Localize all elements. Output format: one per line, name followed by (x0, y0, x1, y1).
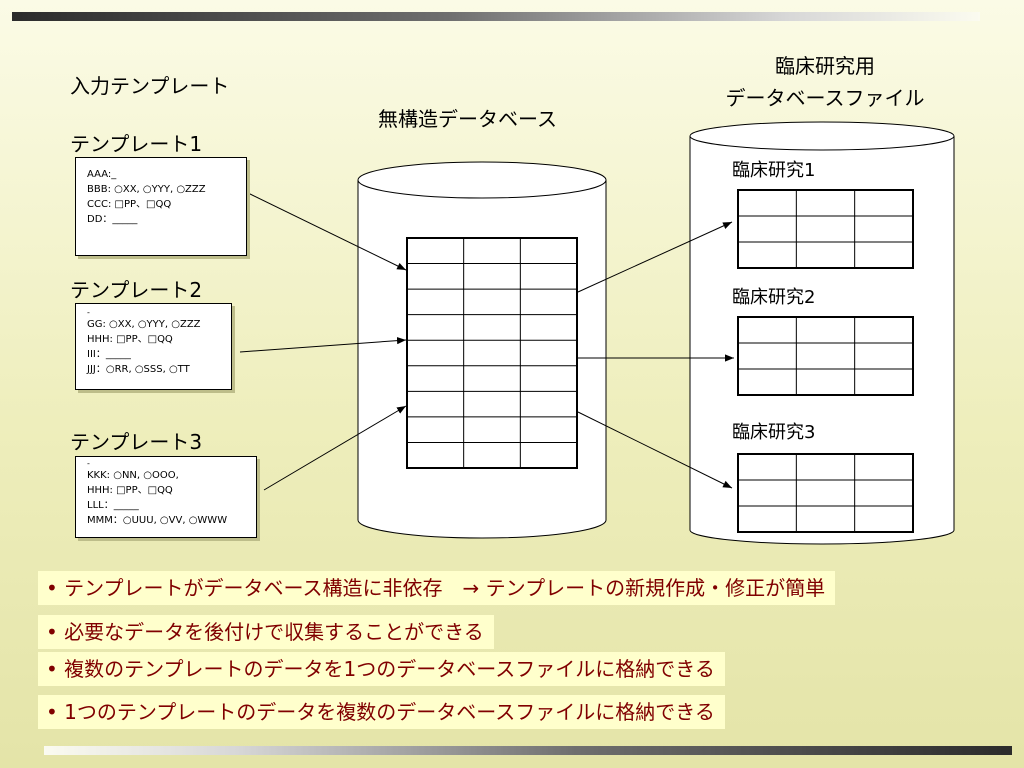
template-3-form: - KKK: ○NN, ○OOO, HHH: □PP、□QQ LLL：_____… (75, 456, 257, 538)
bottom-decor-bar (44, 746, 1012, 755)
template-2-line: JJJ：○RR, ○SSS, ○TT (87, 364, 190, 375)
clinical-db-title-line2: データベースファイル (725, 86, 925, 110)
arrow-template2-to-db (239, 337, 407, 353)
bullet-item: • 必要なデータを後付けで収集することができる (38, 615, 494, 649)
arrow-template1-to-db (245, 191, 407, 271)
table-border (737, 189, 914, 269)
template-1-line: BBB: ○XX, ○YYY, ○ZZZ (87, 184, 206, 195)
bullet-item: • テンプレートがデータベース構造に非依存 → テンプレートの新規作成・修正が簡… (38, 571, 836, 605)
template-1-form: AAA:_ BBB: ○XX, ○YYY, ○ZZZ CCC: □PP、□QQ … (75, 157, 247, 256)
clinical-study-1-table (737, 189, 914, 269)
template-3-line: - (87, 459, 90, 468)
unstructured-db-title: 無構造データベース (378, 107, 557, 131)
clinical-db-title-line1: 臨床研究用 (775, 54, 875, 78)
input-templates-title: 入力テンプレート (70, 74, 230, 98)
template-3-line: HHH: □PP、□QQ (87, 485, 173, 496)
clinical-study-3-label: 臨床研究3 (732, 422, 816, 443)
template-1-label: テンプレート1 (70, 132, 203, 156)
template-3-line: KKK: ○NN, ○OOO, (87, 470, 179, 481)
template-2-line: - (87, 308, 90, 317)
clinical-study-2-label: 臨床研究2 (732, 287, 816, 308)
template-1-line: AAA:_ (87, 169, 117, 180)
template-2-form: - GG: ○XX, ○YYY, ○ZZZ HHH: □PP、□QQ III：_… (75, 303, 232, 390)
clinical-study-3-table (737, 453, 914, 533)
arrow-db-to-study3 (577, 411, 733, 489)
clinical-study-1-label: 臨床研究1 (732, 160, 816, 181)
arrow-db-to-study1 (577, 221, 733, 293)
bullet-item: • 1つのテンプレートのデータを複数のデータベースファイルに格納できる (38, 695, 725, 729)
unstructured-db-table (406, 237, 578, 469)
template-2-line: III：_____ (87, 349, 131, 360)
top-decor-bar (12, 12, 980, 21)
clinical-study-2-table (737, 316, 914, 396)
table-border (406, 237, 578, 469)
table-border (737, 453, 914, 533)
template-3-label: テンプレート3 (70, 430, 203, 454)
template-2-label: テンプレート2 (70, 278, 203, 302)
template-1-line: CCC: □PP、□QQ (87, 199, 172, 210)
arrow-template3-to-db (263, 405, 407, 491)
template-3-line: MMM：○UUU, ○VV, ○WWW (87, 515, 228, 526)
table-border (737, 316, 914, 396)
template-2-line: HHH: □PP、□QQ (87, 334, 173, 345)
template-1-line: DD：_____ (87, 214, 138, 225)
template-3-line: LLL：_____ (87, 500, 139, 511)
template-2-line: GG: ○XX, ○YYY, ○ZZZ (87, 319, 201, 330)
bullet-item: • 複数のテンプレートのデータを1つのデータベースファイルに格納できる (38, 652, 725, 686)
